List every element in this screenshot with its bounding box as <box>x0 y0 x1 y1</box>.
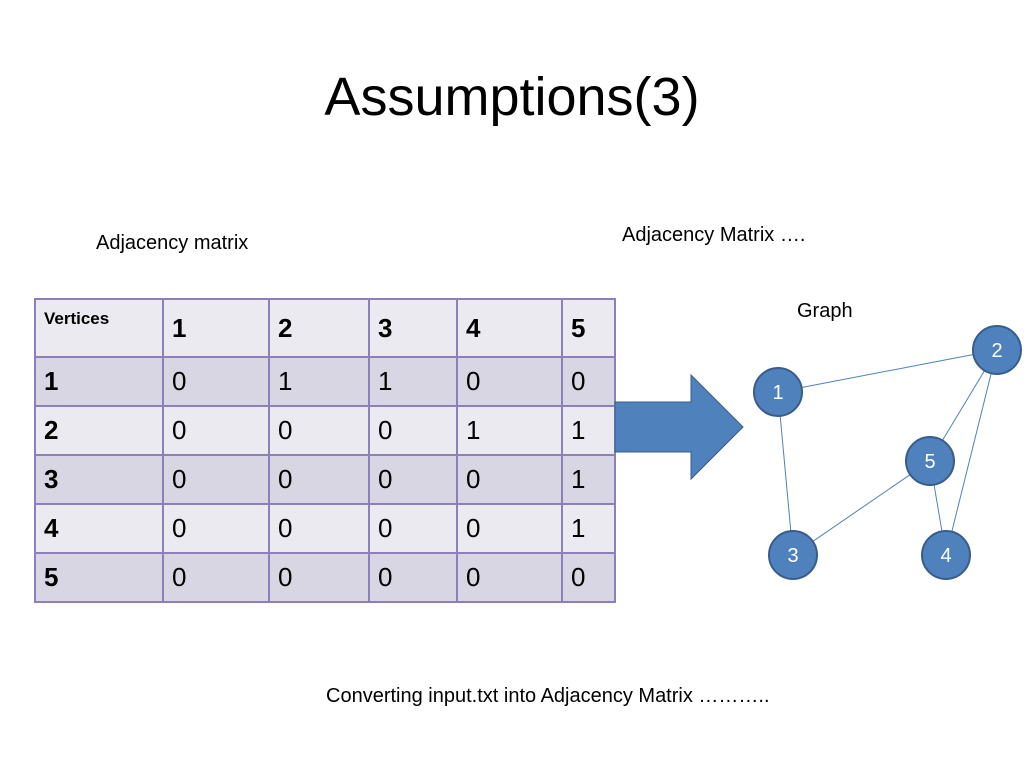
row-header: 2 <box>34 405 164 456</box>
graph-node-circle <box>905 436 955 486</box>
matrix-cell: 1 <box>561 454 616 505</box>
graph-node-label: 5 <box>924 451 935 473</box>
column-header: 3 <box>368 298 458 358</box>
adjacency-matrix-heading: Adjacency Matrix …. <box>622 224 806 246</box>
matrix-cell: 0 <box>268 405 370 456</box>
column-header: 1 <box>162 298 270 358</box>
right-arrow-icon <box>614 373 744 481</box>
graph-node-circle <box>921 530 971 580</box>
slide-title: Assumptions(3) <box>324 67 700 127</box>
graph-node-circle <box>768 530 818 580</box>
matrix-cell: 0 <box>456 552 563 603</box>
column-header: 2 <box>268 298 370 358</box>
matrix-cell: 0 <box>162 356 270 407</box>
graph-node-2: 2 <box>972 325 1022 375</box>
matrix-cell: 1 <box>561 503 616 554</box>
matrix-cell: 0 <box>268 503 370 554</box>
matrix-cell: 0 <box>368 405 458 456</box>
graph-node-1: 1 <box>753 367 803 417</box>
graph-node-circle <box>753 367 803 417</box>
graph-node-5: 5 <box>905 436 955 486</box>
matrix-cell: 1 <box>368 356 458 407</box>
graph-node-label: 4 <box>940 545 951 567</box>
graph-edge-1-2 <box>801 354 974 388</box>
graph-edge-2-5 <box>941 370 986 441</box>
matrix-cell: 0 <box>456 454 563 505</box>
matrix-cell: 1 <box>561 405 616 456</box>
graph-edge-5-3 <box>812 474 911 542</box>
matrix-cell: 0 <box>368 454 458 505</box>
graph-node-label: 3 <box>787 545 798 567</box>
row-header: 1 <box>34 356 164 407</box>
graph-edge-2-4 <box>951 373 992 532</box>
table-corner-cell: Vertices <box>34 298 164 358</box>
matrix-cell: 1 <box>456 405 563 456</box>
matrix-cell: 0 <box>162 552 270 603</box>
graph-node-label: 2 <box>991 340 1002 362</box>
matrix-cell: 0 <box>162 503 270 554</box>
matrix-cell: 0 <box>456 503 563 554</box>
graph-edge-1-3 <box>779 415 792 532</box>
matrix-cell: 0 <box>162 454 270 505</box>
matrix-cell: 1 <box>268 356 370 407</box>
matrix-cell: 0 <box>368 503 458 554</box>
matrix-label: Adjacency matrix <box>96 232 249 254</box>
matrix-cell: 0 <box>561 552 616 603</box>
matrix-cell: 0 <box>456 356 563 407</box>
graph-node-circle <box>972 325 1022 375</box>
graph-node-3: 3 <box>768 530 818 580</box>
column-header: 5 <box>561 298 616 358</box>
row-header: 5 <box>34 552 164 603</box>
matrix-cell: 0 <box>561 356 616 407</box>
graph-edge-5-4 <box>933 484 943 532</box>
graph-label: Graph <box>797 300 853 322</box>
caption-text: Converting input.txt into Adjacency Matr… <box>326 685 770 707</box>
graph-node-label: 1 <box>772 382 783 404</box>
matrix-cell: 0 <box>268 552 370 603</box>
row-header: 4 <box>34 503 164 554</box>
graph-node-4: 4 <box>921 530 971 580</box>
row-header: 3 <box>34 454 164 505</box>
matrix-cell: 0 <box>368 552 458 603</box>
matrix-cell: 0 <box>162 405 270 456</box>
table-header-row: Vertices 1 2 3 4 5 <box>34 298 616 358</box>
matrix-cell: 0 <box>268 454 370 505</box>
column-header: 4 <box>456 298 563 358</box>
